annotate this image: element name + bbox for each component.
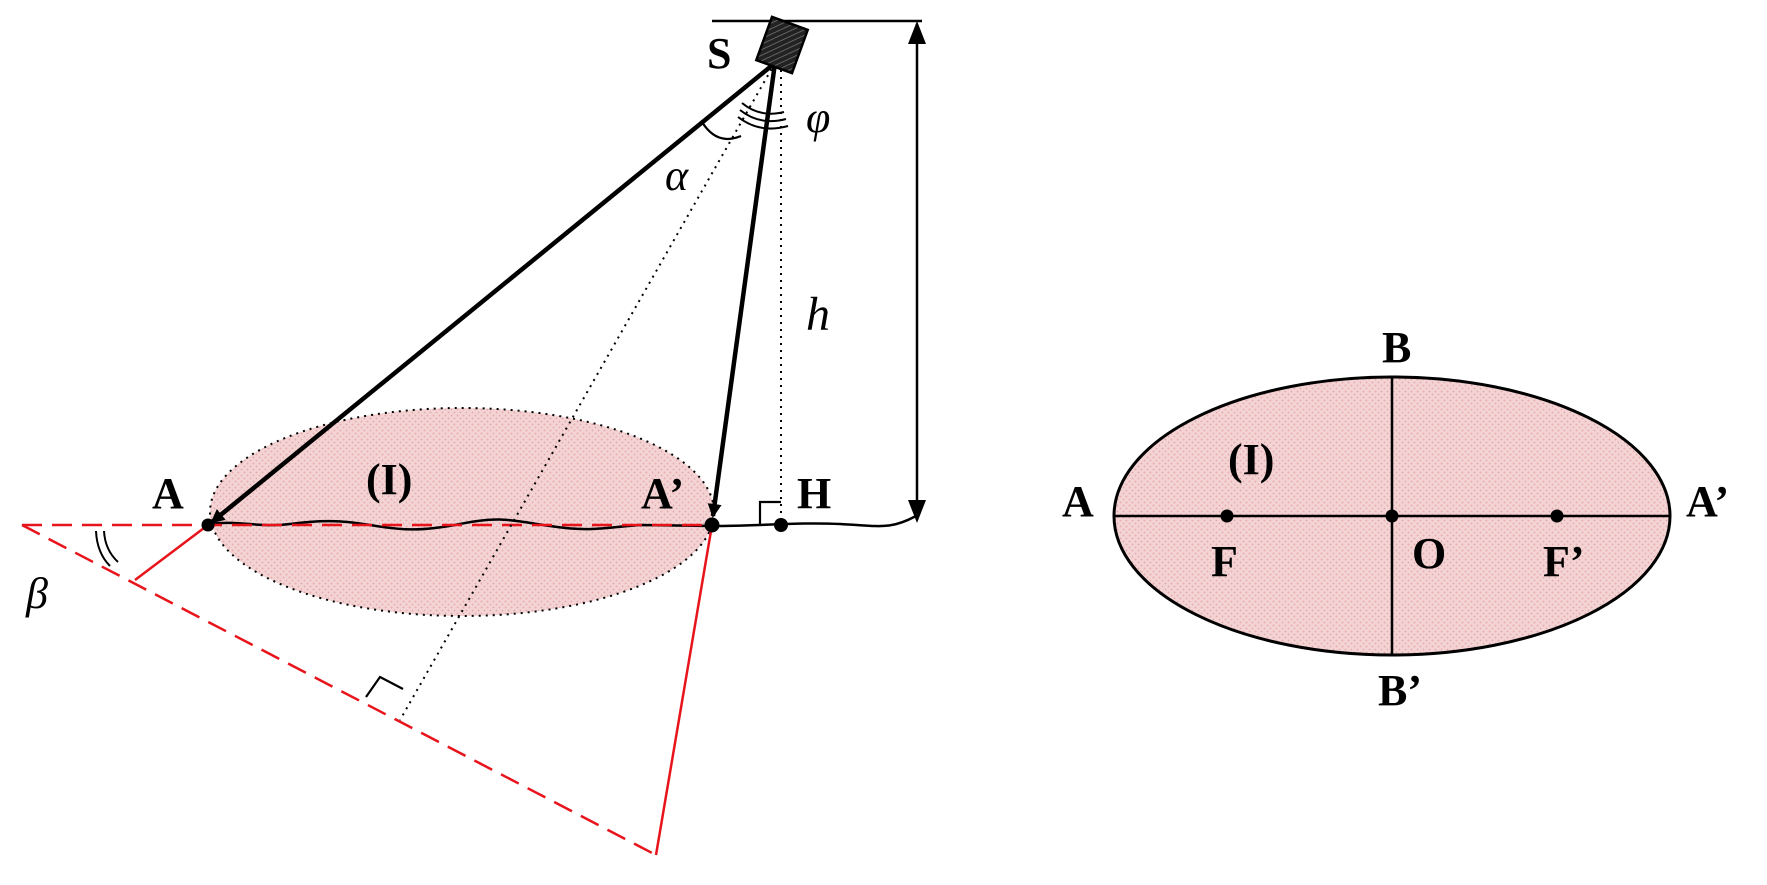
- region-i-ellipse: [209, 407, 715, 617]
- vertex-b-prime-label: B’: [1378, 666, 1422, 715]
- phi-arc-1: [741, 102, 785, 115]
- alpha-label: α: [665, 151, 689, 200]
- point-a-prime-dot: [704, 517, 720, 533]
- center-o-dot: [1385, 509, 1399, 523]
- focus-f-label: F: [1211, 537, 1238, 586]
- right-figure: B B’ A A’ O F F’ (I): [1062, 323, 1729, 715]
- point-h-label: H: [797, 469, 831, 518]
- focus-f-dot: [1220, 509, 1234, 523]
- height-arrow-bottom: [908, 500, 926, 523]
- perpendicular-from-a-prime: [654, 524, 714, 856]
- perpendicular-from-a: [134, 524, 209, 581]
- beta-arc-2: [103, 530, 119, 563]
- height-label: h: [806, 288, 830, 341]
- source-label: S: [707, 29, 731, 78]
- beta-label: β: [25, 569, 48, 618]
- ray-s-to-a-prime: [707, 62, 778, 518]
- vertex-b-label: B: [1382, 323, 1411, 372]
- point-a-dot: [201, 518, 215, 532]
- ray-s-to-a: [210, 61, 777, 524]
- region-i-label-right: (I): [1228, 435, 1274, 484]
- vertex-a-label: A: [1062, 477, 1094, 526]
- bisector-dotted-line: [399, 62, 776, 721]
- vertex-a-prime-label: A’: [1686, 477, 1729, 526]
- height-arrow-top: [908, 21, 926, 44]
- point-h-dot: [774, 518, 788, 532]
- region-i-label: (I): [366, 455, 412, 504]
- focus-f-prime-label: F’: [1543, 537, 1585, 586]
- focus-f-prime-dot: [1550, 509, 1564, 523]
- hatched-square-source-icon: [754, 15, 810, 75]
- left-figure: S A A’ H (I) α φ h β: [21, 15, 926, 857]
- phi-label: φ: [806, 93, 830, 142]
- alpha-arc: [701, 121, 742, 140]
- center-o-label: O: [1412, 529, 1446, 578]
- phi-arc-2: [739, 109, 787, 123]
- ground-line: [207, 514, 917, 531]
- point-a-prime-label: A’: [641, 469, 684, 518]
- point-a-label: A: [152, 469, 184, 518]
- right-angle-mark-h: [758, 500, 781, 525]
- phi-arc-3: [737, 116, 789, 130]
- right-angle-mark-inclined: [365, 675, 404, 698]
- beta-arc-1: [95, 530, 111, 567]
